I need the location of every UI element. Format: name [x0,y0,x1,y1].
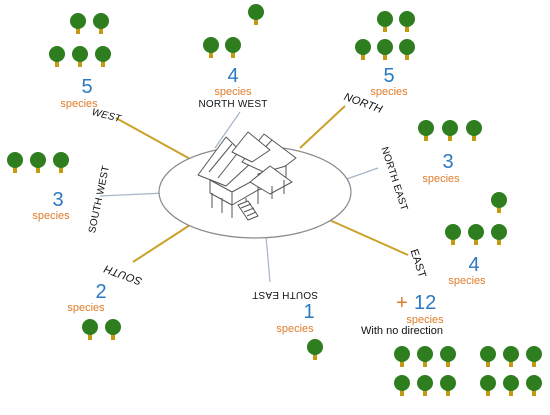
unit-east: species [448,275,486,287]
tree-icon [93,13,109,34]
unit-north-east: species [422,173,460,185]
connector-north [299,105,346,149]
tree-icon [491,224,507,245]
tree-icon [399,39,415,60]
tree-icon [225,37,241,58]
connector-south [132,224,191,263]
tree-icon [30,152,46,173]
tree-icon [53,152,69,173]
count-south-west: 3 [52,189,64,211]
tree-icon [105,319,121,340]
tree-icon [480,346,496,367]
connector-east [324,217,409,256]
count-west: 5 [81,76,93,98]
tree-icon [491,192,507,213]
tree-icon [526,375,542,396]
tree-icons [7,4,542,396]
connector-west [115,117,193,161]
tree-icon [442,120,458,141]
tree-icon [468,224,484,245]
count-north: 5 [383,65,395,87]
tree-icon [526,346,542,367]
count-north-east: 3 [442,151,454,173]
tree-icon [399,11,415,32]
tree-icon [417,375,433,396]
count-plus-sign: + [396,292,408,314]
stilt-house-drawing [197,131,297,221]
unit-south-west: species [32,210,70,222]
tree-icon [203,37,219,58]
unit-south-east: species [276,323,314,335]
count-east: 4 [468,254,480,276]
connector-south-east [265,235,271,283]
unit-no-direction: species [406,314,444,326]
unit-north-west: species [214,86,252,98]
tree-icon [418,120,434,141]
count-no-direction: 12 [414,292,437,314]
tree-icon [445,224,461,245]
tree-icon [440,375,456,396]
tree-icon [466,120,482,141]
connector-north-west [214,111,241,149]
unit-south: species [67,302,105,314]
count-south: 2 [95,281,107,303]
tree-icon [248,4,264,25]
tree-icon [72,46,88,67]
tree-icon [95,46,111,67]
tree-icon [82,319,98,340]
direction-south-east: SOUTH EAST [252,289,318,300]
tree-icon [503,375,519,396]
tree-icon [307,339,323,360]
connector-north-east [343,167,379,181]
tree-icon [480,375,496,396]
count-north-west: 4 [227,65,239,87]
connector-south-west [99,192,166,197]
tree-icon [7,152,23,173]
tree-icon [49,46,65,67]
tree-icon [70,13,86,34]
tree-icon [394,375,410,396]
tree-icon [377,11,393,32]
unit-north: species [370,86,408,98]
tree-icon [355,39,371,60]
note-no-direction: With no direction [361,325,443,337]
tree-icon [377,39,393,60]
unit-west: species [60,98,98,110]
tree-icon [440,346,456,367]
direction-north-west: NORTH WEST [198,99,268,110]
count-south-east: 1 [303,301,315,323]
tree-icon [394,346,410,367]
tree-icon [503,346,519,367]
tree-icon [417,346,433,367]
